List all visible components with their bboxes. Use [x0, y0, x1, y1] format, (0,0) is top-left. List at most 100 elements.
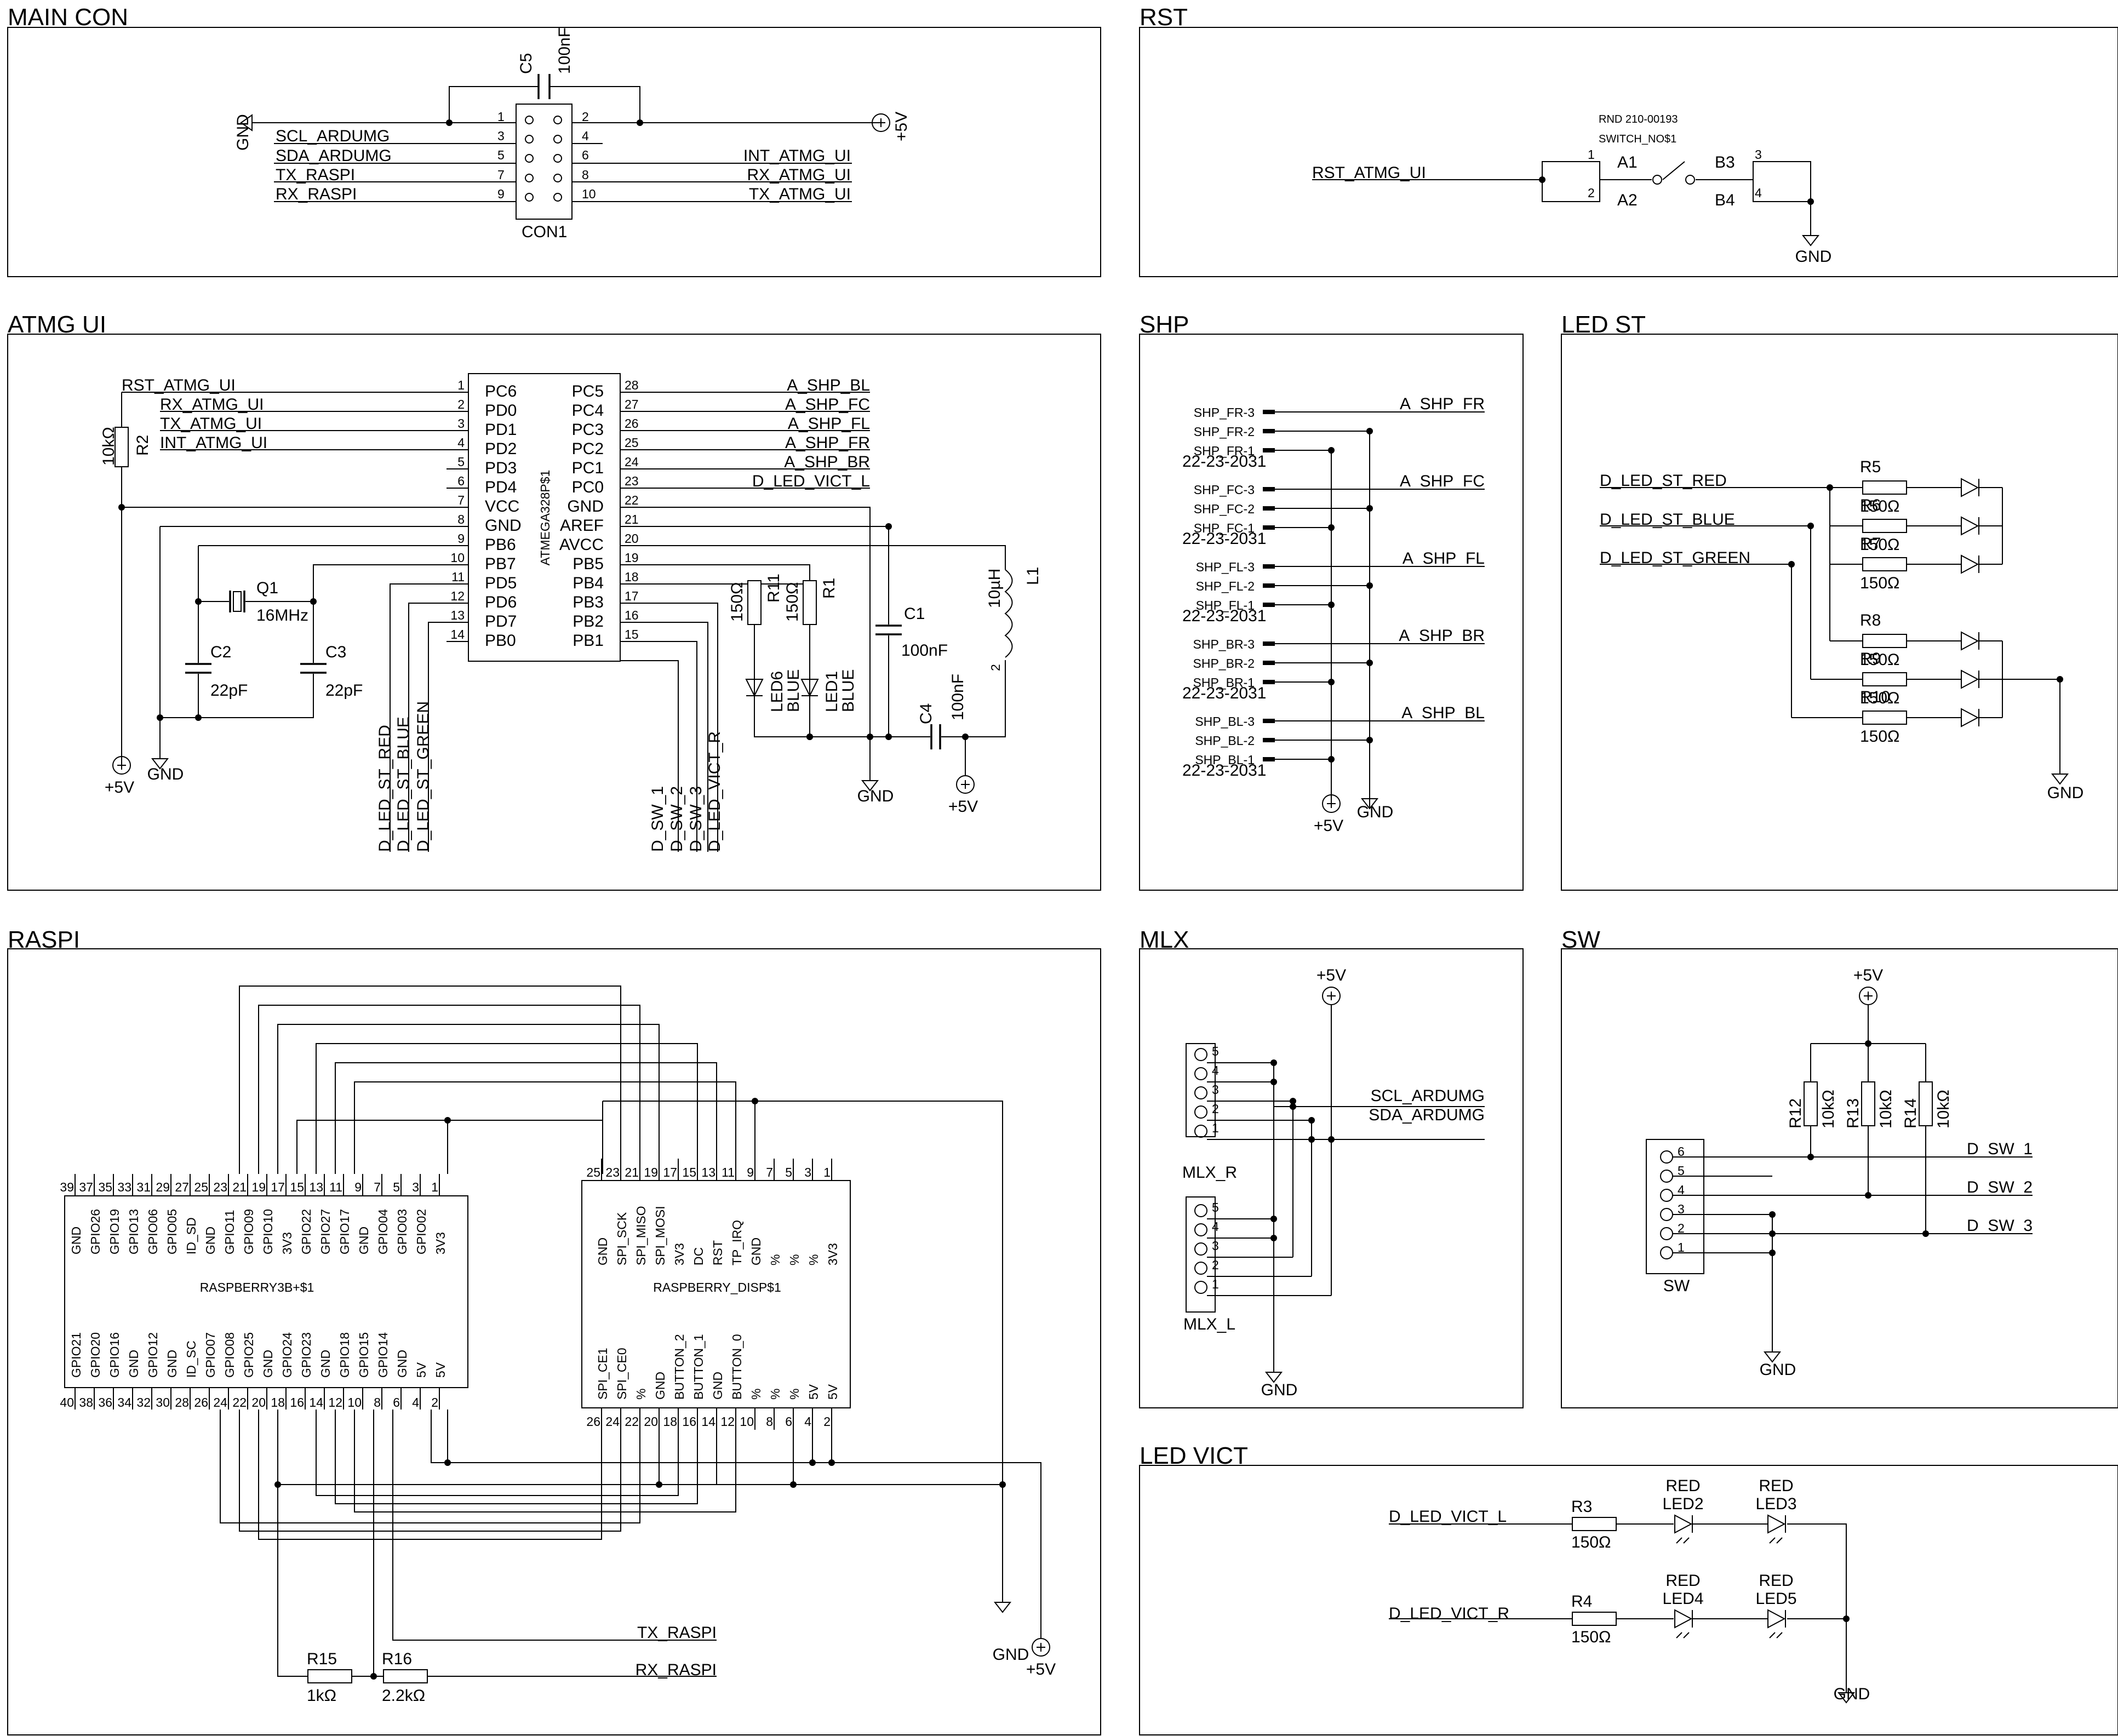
net-int-atmg: INT_ATMG_UI: [160, 434, 267, 452]
led-vict-net-l: D_LED_VICT_L: [1389, 1508, 1507, 1526]
disp-pin-name-24: SPI_CE0: [615, 1348, 629, 1400]
atmega-pin-num-11: 11: [451, 570, 465, 584]
disp-pin-num-22: 22: [625, 1414, 639, 1429]
shp-connectors: SHP_FR-3SHP_FR-2SHP_FR-122-23-2031A_SHP_…: [1182, 395, 1485, 780]
atmega-pin-num-9: 9: [457, 531, 465, 546]
atmega-pin-num-19: 19: [625, 551, 639, 565]
atmega-pin-num-24: 24: [625, 455, 639, 469]
title-shp: SHP: [1140, 311, 1189, 338]
mlx-r-label: MLX_R: [1182, 1164, 1237, 1182]
led-vict-wires: [1389, 1523, 1847, 1693]
crystal-wires: [160, 545, 468, 718]
shp-net-label: A_SHP_BL: [1401, 704, 1485, 722]
r1-body: [803, 580, 817, 625]
led-st-resistor: [1862, 672, 1907, 686]
disp-pin-num-2: 2: [823, 1414, 831, 1429]
atmg-vcc-symbol: [112, 756, 131, 775]
shp-pin-label: SHP_FC-1: [1194, 521, 1255, 535]
sw-pin-3: 3: [1755, 147, 1762, 162]
atmega-pin-name-pb4: PB4: [573, 574, 604, 592]
c5-value: 100nF: [556, 27, 574, 74]
led-st-resistor-name: R9: [1860, 650, 1881, 668]
disp-pin-name-19: SPI_MOSI: [653, 1206, 667, 1265]
led-st-resistor-name: R8: [1860, 611, 1881, 629]
disp-pin-name-21: SPI_MISO: [634, 1206, 648, 1265]
rpi-pin-num-25: 25: [194, 1180, 208, 1194]
r2-name: R2: [134, 435, 152, 456]
rpi-pin-name-15: GPIO22: [299, 1209, 313, 1254]
rpi-pin-name-12: GPIO18: [337, 1332, 352, 1378]
q1-plates: [229, 591, 245, 612]
sw-junction: [1807, 1154, 1814, 1160]
rpi-pin-num-13: 13: [309, 1180, 323, 1194]
l1-name: L1: [1024, 567, 1042, 585]
frame-sw: [1561, 948, 2118, 1408]
r15-body: [307, 1669, 352, 1683]
disp-pin-name-17: 3V3: [672, 1243, 686, 1265]
led6-value: BLUE: [785, 669, 803, 712]
rpi-pin-name-21: GPIO09: [242, 1209, 256, 1254]
rpi-pin-num-20: 20: [251, 1395, 266, 1410]
atmega-pin-num-15: 15: [625, 627, 639, 641]
sw-pin-circle: [1660, 1246, 1673, 1259]
frame-main-con: [7, 27, 1101, 277]
rpi-pin-num-39: 39: [60, 1180, 74, 1194]
atmega-pin-name-pb1: PB1: [573, 632, 604, 650]
shp-pin-contact: [1263, 410, 1275, 414]
led-vict-net-r: D_LED_VICT_R: [1389, 1605, 1509, 1623]
mlx-l-pin-num-1: 1: [1212, 1277, 1219, 1291]
led6-name: LED6: [768, 671, 786, 712]
sw-resistor-name: R13: [1844, 1098, 1862, 1128]
c5-name: C5: [517, 53, 535, 74]
net-a-shp-fr: A_SHP_FR: [785, 434, 870, 452]
rpi-pin-num-23: 23: [213, 1180, 227, 1194]
net-rx-atmg: RX_ATMG_UI: [160, 396, 264, 414]
rpi-pin-name-18: GPIO24: [280, 1332, 294, 1378]
r11-body: [747, 580, 762, 625]
vict-led-arrows: [1769, 1632, 1783, 1638]
con1-pin-circles: [525, 116, 562, 202]
rpi-pin-num-12: 12: [328, 1395, 342, 1410]
led-st-circuit: D_LED_ST_RED D_LED_ST_BLUE D_LED_ST_GREE…: [1600, 458, 2083, 802]
sw-resistor-value: 10kΩ: [1877, 1090, 1895, 1128]
atmega-pin-num-13: 13: [450, 608, 465, 622]
sw-net-label: D_SW_3: [1967, 1217, 2033, 1235]
raspi-rx-wire: [277, 1410, 717, 1677]
c2-symbol: [185, 663, 211, 674]
atmg-gnd-symbol-2: [861, 780, 879, 792]
rpi-pin-name-37: GPIO26: [88, 1209, 102, 1254]
atmg-gnd-label-2: GND: [857, 787, 894, 805]
sw-pin-num-2: 2: [1678, 1221, 1685, 1235]
con1-pin-6: 6: [582, 148, 589, 162]
led-st-gnd-symbol: [2051, 774, 2069, 785]
net-scl-ardumg: SCL_ARDUMG: [276, 127, 390, 145]
con1-pin-4: 4: [582, 129, 589, 143]
rpi-pin-name-38: GPIO20: [88, 1332, 102, 1378]
rpi-pin-num-16: 16: [290, 1395, 304, 1410]
mlx-r-wires: [1207, 1062, 1331, 1140]
shp-net-label: A_SHP_FC: [1400, 472, 1485, 490]
vict-led-name: LED2: [1662, 1495, 1703, 1513]
sw-gnd-label: GND: [1760, 1361, 1796, 1379]
frame-mlx: [1139, 948, 1524, 1408]
disp-pin-num-5: 5: [785, 1165, 792, 1179]
led-st-resistor-value: 150Ω: [1860, 727, 1899, 746]
rpi-body: [64, 1195, 468, 1388]
net-sda-ardumg: SDA_ARDUMG: [276, 147, 392, 165]
con1-pin-8: 8: [582, 168, 589, 182]
shp-pin-label: SHP_BL-1: [1195, 753, 1255, 767]
rpi-pin-num-14: 14: [309, 1395, 323, 1410]
title-led-vict: LED VICT: [1140, 1442, 1248, 1469]
rpi-pin-num-2: 2: [431, 1395, 438, 1410]
disp-pin-num-10: 10: [740, 1414, 754, 1429]
rpi-pin-num-28: 28: [175, 1395, 189, 1410]
disp-pin-num-15: 15: [682, 1165, 696, 1179]
disp-pin-num-9: 9: [747, 1165, 754, 1179]
rpi-pin-num-35: 35: [98, 1180, 112, 1194]
atmega-pin-name-pc0: PC0: [572, 478, 604, 496]
led-st-resistor-name: R5: [1860, 458, 1881, 476]
shp-pin-contact: [1263, 525, 1275, 530]
